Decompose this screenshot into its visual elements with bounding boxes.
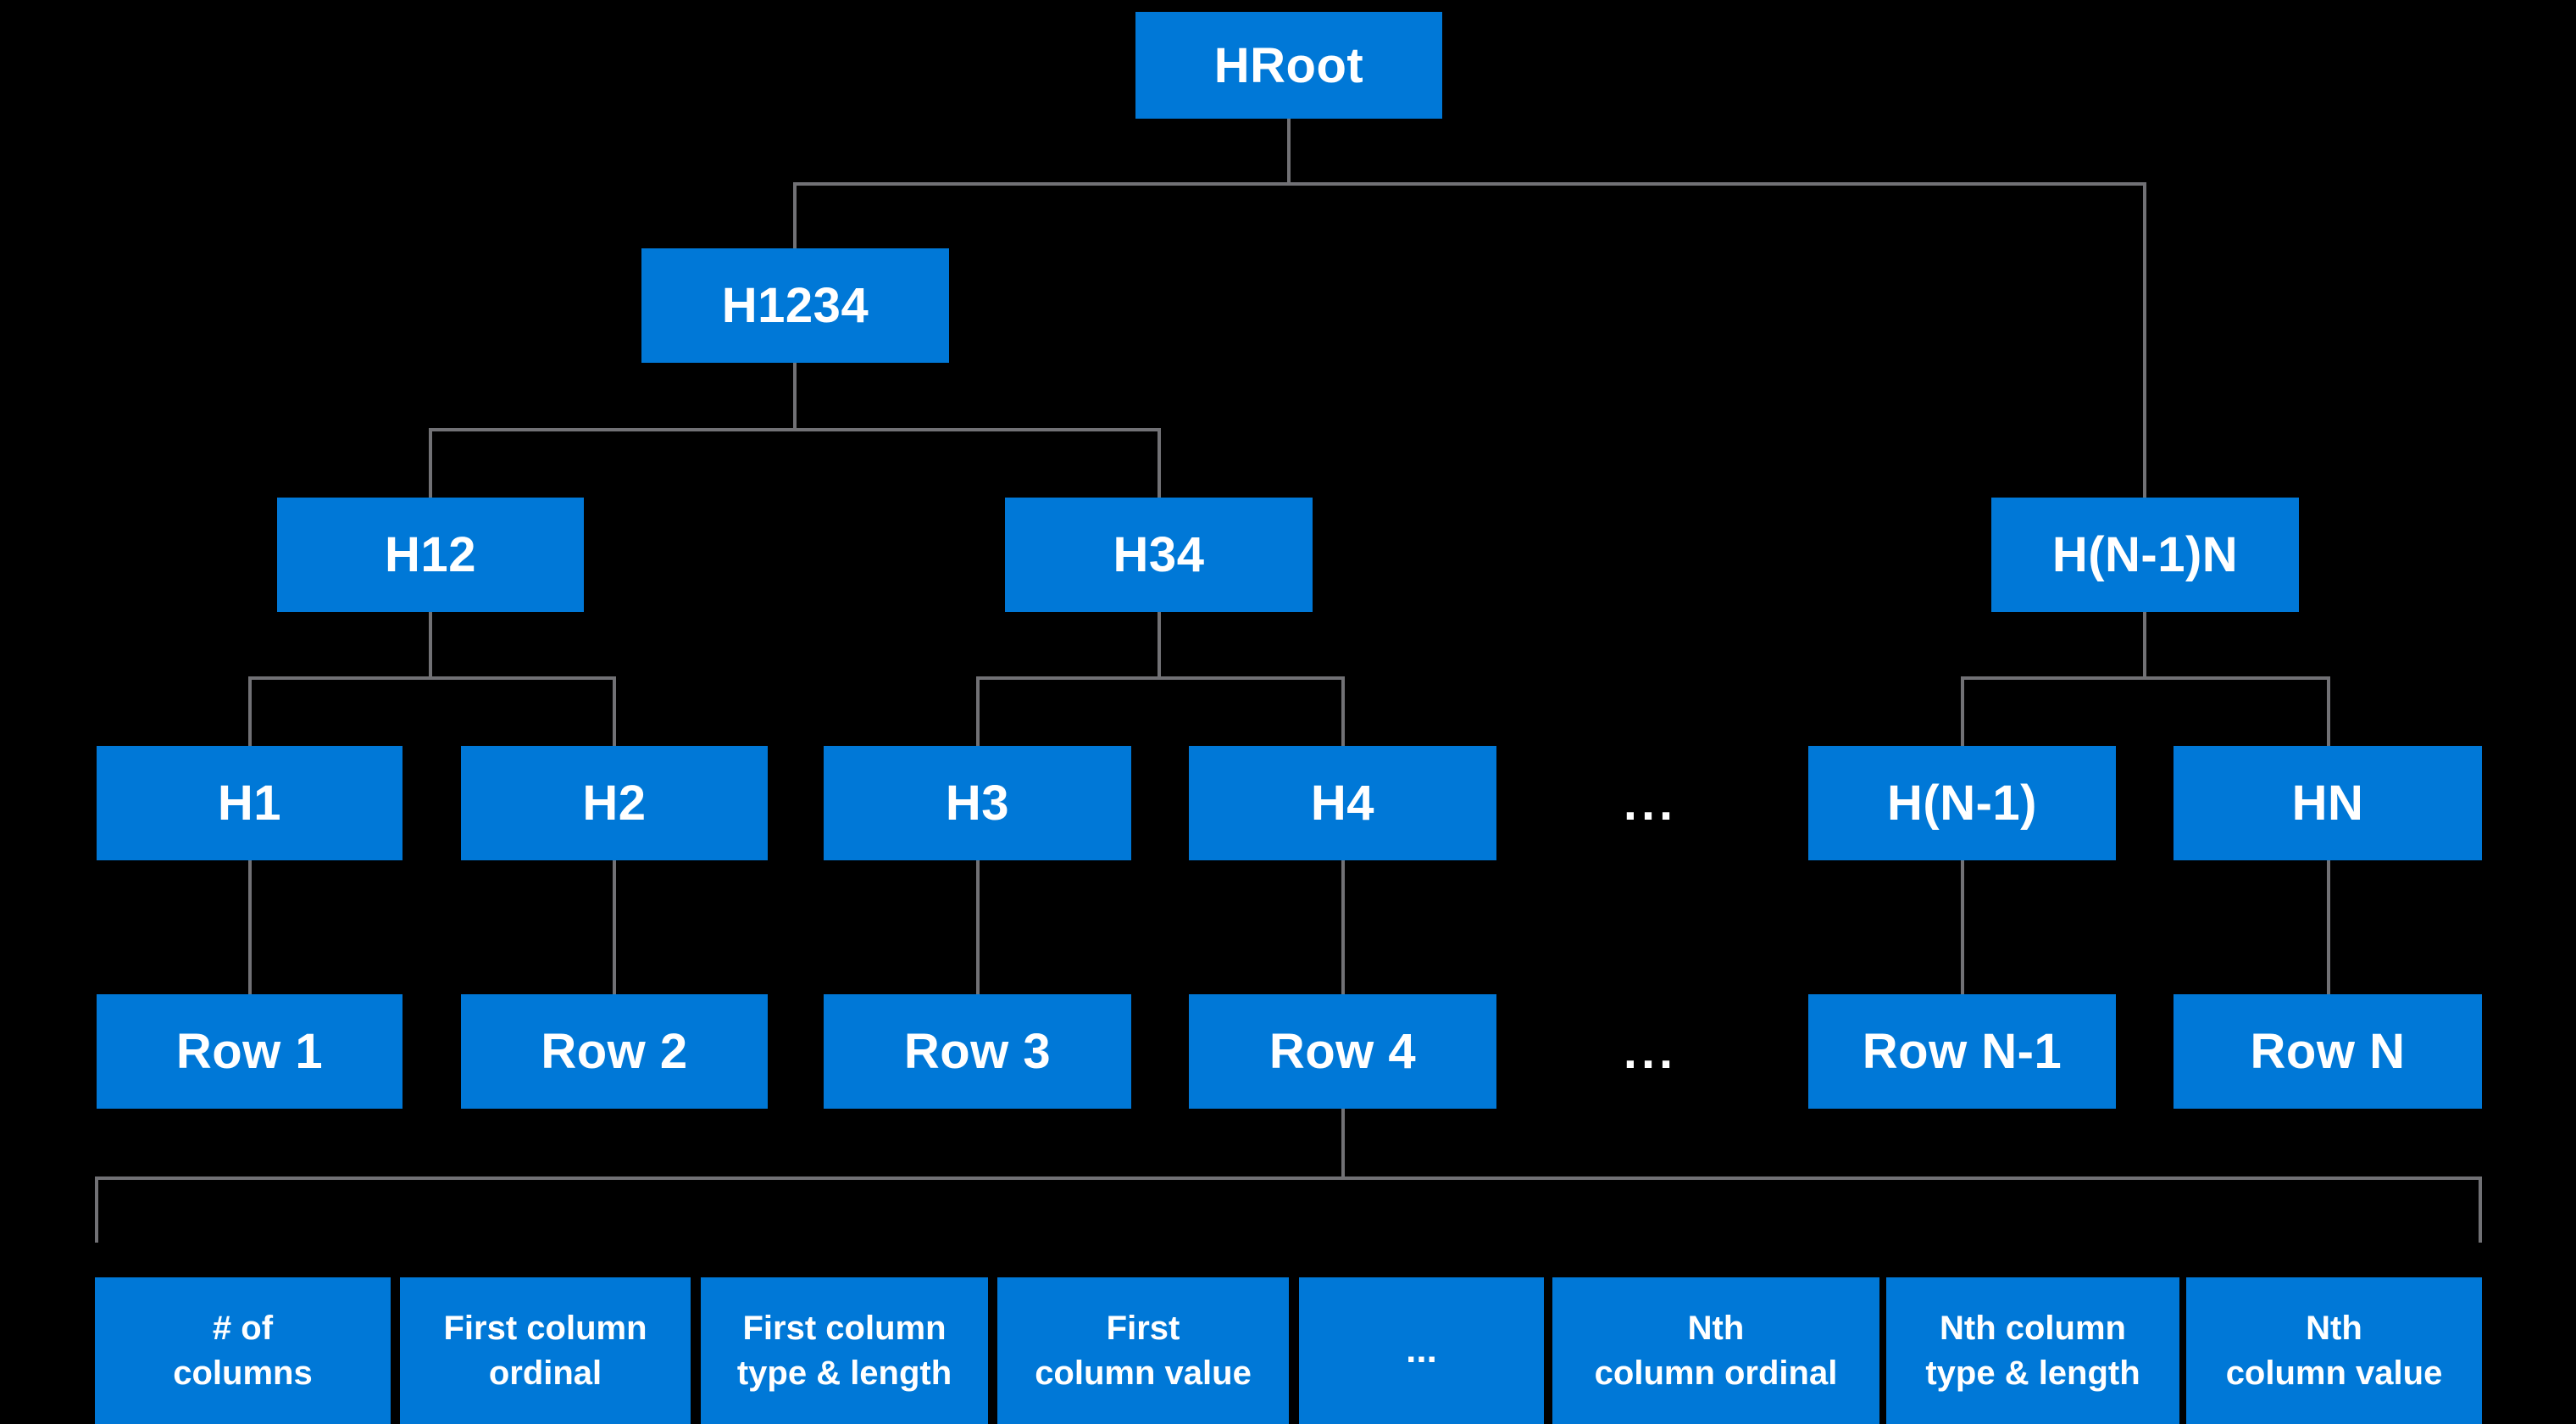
field-first-column-ordinal: First column ordinal (400, 1277, 691, 1424)
hash-level-ellipsis: ... (1623, 776, 1678, 831)
tree-node-h-n-1-n: H(N-1)N (1991, 498, 2299, 612)
tree-node-h1: H1 (97, 746, 402, 860)
tree-node-row-2: Row 2 (461, 994, 768, 1109)
tree-node-hroot: HRoot (1135, 12, 1442, 119)
tree-node-hn: HN (2174, 746, 2482, 860)
tree-node-row-3: Row 3 (824, 994, 1131, 1109)
tree-node-h4: H4 (1189, 746, 1496, 860)
field-num-columns: # of columns (95, 1277, 391, 1424)
tree-node-h34: H34 (1005, 498, 1313, 612)
field-nth-column-type-length: Nth column type & length (1886, 1277, 2179, 1424)
tree-node-h-n-1: H(N-1) (1808, 746, 2116, 860)
field-first-column-type-length: First column type & length (701, 1277, 988, 1424)
tree-node-row-n-1: Row N-1 (1808, 994, 2116, 1109)
tree-node-row-4: Row 4 (1189, 994, 1496, 1109)
tree-node-h12: H12 (277, 498, 584, 612)
tree-node-h1234: H1234 (641, 248, 949, 363)
field-nth-column-ordinal: Nth column ordinal (1552, 1277, 1879, 1424)
tree-node-row-1: Row 1 (97, 994, 402, 1109)
field-ellipsis: ... (1299, 1277, 1544, 1424)
tree-node-row-n: Row N (2174, 994, 2482, 1109)
field-first-column-value: First column value (997, 1277, 1289, 1424)
row-level-ellipsis: ... (1623, 1024, 1678, 1079)
tree-node-h3: H3 (824, 746, 1131, 860)
tree-node-h2: H2 (461, 746, 768, 860)
field-nth-column-value: Nth column value (2186, 1277, 2482, 1424)
